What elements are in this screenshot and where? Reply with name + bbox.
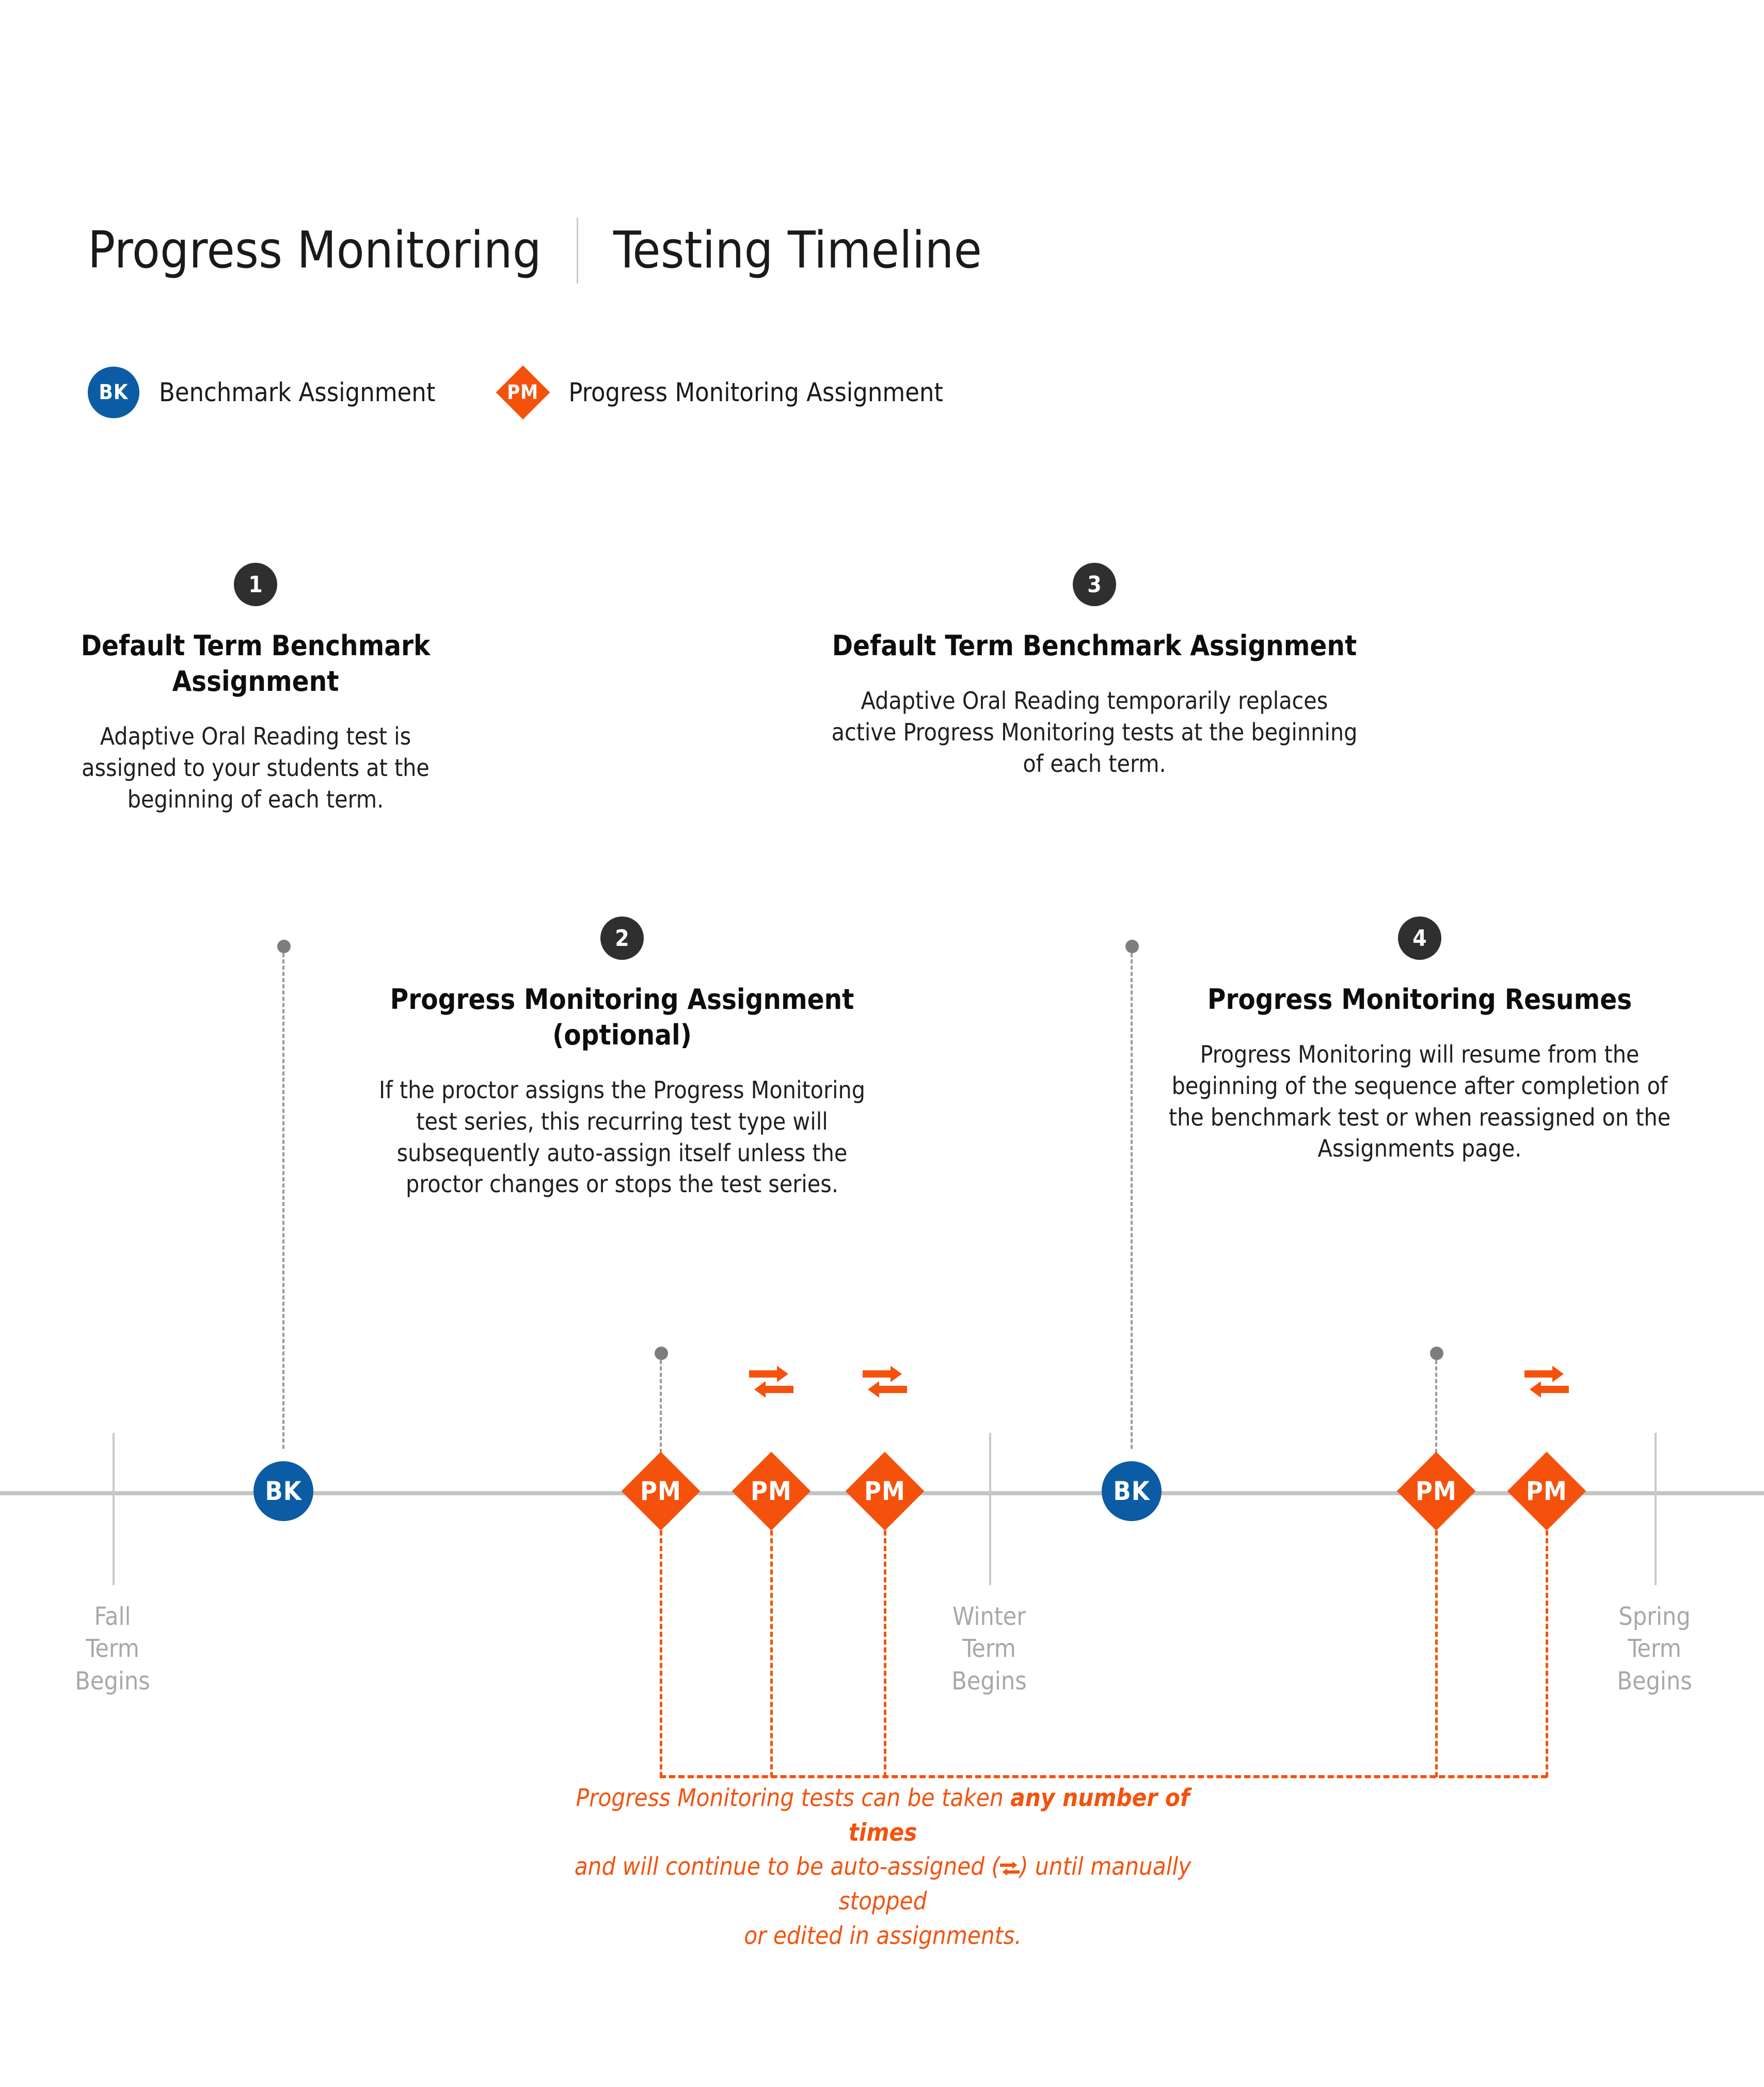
recurrence-drop-line	[1546, 1530, 1551, 1777]
step-body: Adaptive Oral Reading test is assigned t…	[82, 722, 430, 813]
page-title-right: Testing Timeline	[613, 221, 982, 280]
legend-label-progress-monitoring: Progress Monitoring Assignment	[568, 377, 944, 407]
title-divider	[576, 217, 578, 283]
progress-marker-label: PM	[751, 1476, 792, 1506]
caption-part-4: or edited in assignments.	[744, 1921, 1022, 1950]
progress-marker-label: PM	[1416, 1476, 1457, 1506]
progress-marker-icon: PM	[732, 1451, 811, 1531]
step-number-badge: 1	[234, 563, 277, 606]
recurrence-caption: Progress Monitoring tests can be taken a…	[568, 1781, 1198, 1954]
progress-marker-wrap: PM	[1396, 1451, 1476, 1531]
term-label-line: Begins	[75, 1666, 150, 1696]
recurrence-drop-line	[770, 1530, 775, 1777]
step-callout-1: 1 Default Term Benchmark Assignment Adap…	[52, 563, 459, 815]
step-number-badge: 3	[1073, 563, 1116, 606]
step-title: Default Term Benchmark Assignment	[81, 629, 431, 698]
auto-assign-repeat-icon	[748, 1365, 794, 1398]
legend-label-benchmark: Benchmark Assignment	[159, 377, 436, 407]
term-divider-spring	[1655, 1433, 1657, 1585]
caption-part-3: ) until manually stopped	[838, 1853, 1191, 1916]
leader-line-step4	[1435, 1360, 1439, 1453]
recurrence-bracket-rail	[660, 1775, 1547, 1781]
term-label-spring: Spring Term Begins	[1582, 1601, 1727, 1697]
step-number-badge: 2	[600, 916, 644, 960]
auto-assign-repeat-icon	[999, 1852, 1020, 1876]
term-divider-winter	[989, 1433, 991, 1585]
progress-marker-wrap: PM	[845, 1451, 925, 1531]
term-label-line: Term	[962, 1634, 1016, 1664]
step-title: Default Term Benchmark Assignment	[832, 629, 1357, 662]
benchmark-marker-icon: BK	[1102, 1461, 1162, 1521]
progress-marker-icon: PM	[1507, 1451, 1586, 1531]
term-label-line: Begins	[1617, 1666, 1692, 1696]
step-title: Progress Monitoring Assignment (optional…	[390, 983, 854, 1052]
term-label-fall: Fall Term Begins	[40, 1601, 185, 1697]
leader-line-step1	[282, 953, 287, 1449]
leader-dot-step4	[1430, 1347, 1443, 1360]
timeline-marker-progress[interactable]: PM	[732, 1451, 811, 1531]
step-number-badge: 4	[1398, 916, 1441, 960]
progress-marker-icon: PM	[845, 1451, 925, 1531]
auto-assign-repeat-icon	[862, 1365, 908, 1398]
page-header: Progress Monitoring Testing Timeline	[88, 207, 1327, 294]
term-label-winter: Winter Term Begins	[917, 1601, 1061, 1697]
step-body: Adaptive Oral Reading temporarily replac…	[831, 687, 1358, 778]
term-label-line: Winter	[952, 1602, 1026, 1631]
step-callout-4: 4 Progress Monitoring Resumes Progress M…	[1162, 916, 1678, 1164]
progress-marker-icon: PM	[1396, 1451, 1476, 1531]
term-label-line: Spring	[1618, 1602, 1691, 1631]
benchmark-marker-icon: BK	[253, 1461, 313, 1521]
auto-assign-repeat-icon	[1523, 1365, 1570, 1398]
progress-marker-wrap: PM	[732, 1451, 811, 1531]
step-body: Progress Monitoring will resume from the…	[1168, 1040, 1671, 1163]
recurrence-drop-line	[1435, 1530, 1440, 1777]
benchmark-badge-icon: BK	[88, 367, 139, 418]
recurrence-drop-line	[660, 1530, 665, 1777]
timeline-marker-benchmark[interactable]: BK	[1102, 1461, 1162, 1521]
leader-dot-step1	[277, 940, 291, 953]
progress-marker-icon: PM	[621, 1451, 701, 1531]
progress-marker-label: PM	[1526, 1476, 1567, 1506]
step-title: Progress Monitoring Resumes	[1207, 983, 1632, 1016]
progress-marker-wrap: PM	[621, 1451, 701, 1531]
recurrence-drop-line	[884, 1530, 889, 1777]
leader-line-step3	[1131, 953, 1135, 1449]
progress-badge-icon: PM	[496, 365, 550, 420]
leader-dot-step3	[1125, 940, 1139, 953]
legend-item-progress-monitoring: PM Progress Monitoring Assignment	[496, 365, 944, 420]
caption-bold-emphasis: any number of times	[848, 1784, 1190, 1847]
timeline-marker-progress[interactable]: PM	[621, 1451, 701, 1531]
caption-part-2: and will continue to be auto-assigned (	[574, 1853, 1000, 1882]
caption-part-1: Progress Monitoring tests can be taken	[576, 1784, 1011, 1812]
term-divider-fall	[113, 1433, 115, 1585]
step-callout-3: 3 Default Term Benchmark Assignment Adap…	[826, 563, 1363, 779]
page-title-left: Progress Monitoring	[88, 221, 542, 280]
legend-item-benchmark: BK Benchmark Assignment	[88, 367, 435, 418]
term-label-line: Begins	[951, 1666, 1027, 1696]
term-label-line: Fall	[94, 1602, 131, 1631]
progress-marker-wrap: PM	[1507, 1451, 1586, 1531]
timeline-marker-progress[interactable]: PM	[1507, 1451, 1586, 1531]
leader-line-step2	[660, 1360, 664, 1453]
timeline-marker-benchmark[interactable]: BK	[253, 1461, 313, 1521]
step-callout-2: 2 Progress Monitoring Assignment (option…	[361, 916, 883, 1200]
leader-dot-step2	[655, 1347, 668, 1360]
term-label-line: Term	[1628, 1634, 1681, 1664]
legend: BK Benchmark Assignment PM Progress Moni…	[88, 356, 1327, 429]
progress-badge-wrap: PM	[496, 365, 550, 420]
timeline-marker-progress[interactable]: PM	[1396, 1451, 1476, 1531]
progress-marker-label: PM	[640, 1476, 681, 1506]
progress-badge-label: PM	[507, 381, 539, 404]
progress-marker-label: PM	[864, 1476, 905, 1506]
timeline-marker-progress[interactable]: PM	[845, 1451, 925, 1531]
term-label-line: Term	[86, 1634, 139, 1664]
step-body: If the proctor assigns the Progress Moni…	[379, 1076, 865, 1198]
